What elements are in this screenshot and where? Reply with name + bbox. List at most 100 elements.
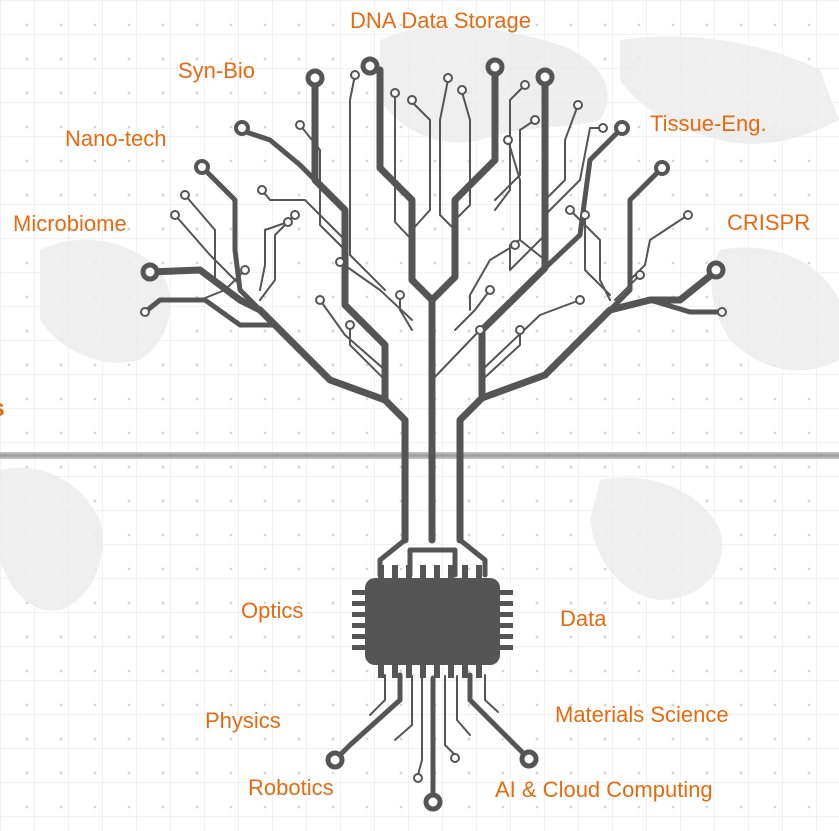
left-branch-wire <box>237 127 348 213</box>
robotics-label: Robotics <box>248 775 334 800</box>
canopy-wire <box>569 209 611 301</box>
wire-end-node <box>295 120 305 130</box>
root-end-node <box>450 753 460 763</box>
canopy-wire <box>259 221 289 291</box>
wire-end-node <box>706 260 726 280</box>
wire-end-node <box>170 210 180 220</box>
wire-end-node <box>515 325 525 335</box>
root-end-node <box>423 792 443 812</box>
crispr-label: CRISPR <box>727 210 811 235</box>
wire-end-node <box>390 88 400 98</box>
data-label: Data <box>560 606 607 631</box>
root-wire <box>456 675 471 736</box>
canopy-wire <box>439 79 456 231</box>
root-wire <box>484 674 499 713</box>
wire-end-node <box>257 185 267 195</box>
clipped-heading-fragment: es <box>0 397 5 421</box>
root-end-node <box>325 750 345 770</box>
right-branch-wire <box>607 167 663 313</box>
wire-end-node <box>240 265 250 275</box>
root-wire <box>467 672 530 760</box>
canopy-wire <box>349 74 386 291</box>
canopy-wire <box>399 294 413 331</box>
left-branch-wire <box>142 297 303 353</box>
trunk-wire <box>311 76 409 544</box>
wire-end-node <box>443 73 453 83</box>
canopy-wire <box>494 119 536 201</box>
root-end-node <box>413 773 423 783</box>
canopy-wire <box>319 299 386 371</box>
wire-end-node <box>580 210 590 220</box>
wire-end-node <box>305 68 325 88</box>
wire-end-node <box>140 262 160 282</box>
wire-end-node <box>503 135 513 145</box>
wire-end-node <box>283 217 293 227</box>
canopy-wire <box>199 269 246 301</box>
chip-pins-left <box>352 590 366 650</box>
wire-end-node <box>485 57 505 77</box>
microbiome-label: Microbiome <box>13 211 127 236</box>
canopy-wire <box>431 329 481 381</box>
canopy-wire <box>174 214 241 286</box>
wire-end-node <box>407 95 417 105</box>
chip-pins-right <box>499 590 513 650</box>
canopy-wire <box>544 104 579 201</box>
wire-end-node <box>360 56 380 76</box>
root-end-node <box>519 749 539 769</box>
canopy-wire <box>394 94 413 241</box>
wire-end-node <box>575 295 585 305</box>
wire-end-node <box>510 240 520 250</box>
chip-pins-top <box>378 565 482 579</box>
wire-end-node <box>395 290 405 300</box>
horizontal-divider-bar <box>0 452 839 459</box>
root-wire <box>417 675 423 776</box>
canopy-wire <box>339 261 413 321</box>
wire-end-node <box>180 190 190 200</box>
wire-end-node <box>475 325 485 335</box>
canopy-wire <box>507 139 546 261</box>
left-branch-wire <box>202 167 263 313</box>
wire-end-node <box>598 123 608 133</box>
canopy-wire <box>544 127 604 216</box>
wire-end-node <box>457 85 467 95</box>
canopy-wire <box>349 324 386 381</box>
canopy-wire <box>469 244 516 311</box>
wire-end-node <box>345 320 355 330</box>
canopy-wire <box>454 289 491 331</box>
wire-end-node <box>485 285 495 295</box>
chip-bus-wire <box>407 547 458 578</box>
wire-end-node <box>614 120 630 136</box>
syn-bio-label: Syn-Bio <box>178 58 256 83</box>
canopy-wire <box>184 194 241 301</box>
wire-end-node <box>530 115 540 125</box>
tissue-eng-label: Tissue-Eng. <box>650 111 767 136</box>
microchip <box>352 565 513 678</box>
canopy-wire <box>454 91 471 221</box>
wire-end-node <box>635 270 645 280</box>
canopy-wire <box>584 214 611 296</box>
ai-cloud-label: AI & Cloud Computing <box>495 777 713 802</box>
physics-label: Physics <box>205 708 281 733</box>
materials-science-label: Materials Science <box>555 702 729 727</box>
wire-end-node <box>573 100 583 110</box>
canopy-wire <box>411 101 431 231</box>
wire-end-node <box>717 307 727 317</box>
canopy-wire <box>481 299 581 371</box>
chip-pins-bottom <box>378 664 482 678</box>
canopy-wire <box>299 124 346 251</box>
wire-end-node <box>654 160 670 176</box>
wire-end-node <box>234 120 250 136</box>
wire-end-node <box>535 67 555 87</box>
wire-end-node <box>290 210 300 220</box>
right-branch-wire <box>542 127 623 271</box>
wire-end-node <box>335 257 345 267</box>
wire-end-node <box>683 210 693 220</box>
wire-end-node <box>140 307 150 317</box>
wire-end-node <box>520 80 530 90</box>
wire-end-node <box>350 70 360 80</box>
nano-tech-label: Nano-tech <box>65 126 167 151</box>
canopy-wire <box>481 329 521 381</box>
